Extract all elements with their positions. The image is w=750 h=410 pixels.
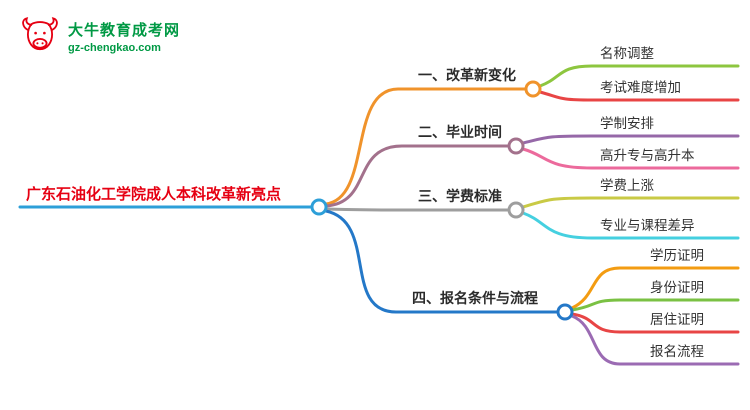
edge-branch-4-child-1 <box>570 266 740 310</box>
edge-branch-1-child-2 <box>538 90 740 102</box>
edge-branch-3-child-2 <box>521 211 740 240</box>
bull-icon <box>22 17 58 51</box>
branch-2-child-1-label: 学制安排 <box>600 116 654 131</box>
branch-3-label: 三、学费标准 <box>418 188 502 204</box>
edge-branch-2 <box>324 144 511 208</box>
node-circle-central <box>310 198 328 216</box>
branch-4-child-2-label: 身份证明 <box>650 280 704 295</box>
branch-3-child-1-label: 学费上涨 <box>600 178 654 193</box>
brand-logo: 大牛教育成考网 gz-chengkao.com <box>18 14 180 58</box>
branch-2-label: 二、毕业时间 <box>418 124 502 140</box>
edge-branch-3-child-1 <box>521 196 740 209</box>
brand-name: 大牛教育成考网 <box>68 21 181 39</box>
node-circle-branch-4 <box>556 303 574 321</box>
edge-branch-3 <box>324 207 511 212</box>
node-circle-branch-2 <box>507 137 525 155</box>
branch-4-child-4-label: 报名流程 <box>650 344 704 359</box>
edge-branch-1 <box>324 87 528 206</box>
edge-branch-4 <box>324 209 560 314</box>
branch-1-child-2-label: 考试难度增加 <box>600 80 681 95</box>
branch-1-label: 一、改革新变化 <box>418 67 516 83</box>
branch-4-child-1-label: 学历证明 <box>650 248 704 263</box>
edge-branch-2-child-2 <box>521 147 740 170</box>
branch-4-child-3-label: 居住证明 <box>650 312 704 327</box>
edge-branch-4-child-2 <box>570 298 740 312</box>
edge-branch-4-child-4 <box>570 314 740 366</box>
branch-2-child-2-label: 高升专与高升本 <box>600 148 695 163</box>
edge-branch-2-child-1 <box>521 134 740 145</box>
brand-domain: gz-chengkao.com <box>68 41 161 54</box>
edge-branch-4-child-3 <box>570 312 740 334</box>
node-circle-branch-1 <box>524 80 542 98</box>
central-topic: 广东石油化工学院成人本科改革新亮点 <box>26 186 282 203</box>
branch-3-child-2-label: 专业与课程差异 <box>600 218 695 233</box>
brand-text: 大牛教育成考网 gz-chengkao.com <box>68 19 180 54</box>
node-circle-branch-3 <box>507 201 525 219</box>
branch-1-child-1-label: 名称调整 <box>600 46 654 61</box>
branch-4-label: 四、报名条件与流程 <box>412 290 538 306</box>
edge-branch-1-child-1 <box>538 64 740 88</box>
